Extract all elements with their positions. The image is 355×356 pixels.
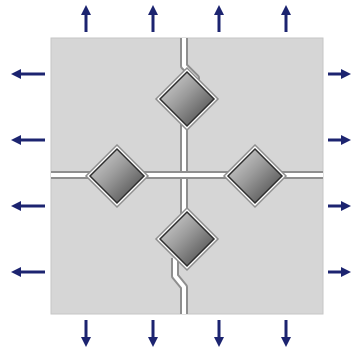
diamond-elements bbox=[84, 66, 288, 272]
load-arrows bbox=[11, 5, 351, 347]
diamond-element-bottom-icon bbox=[154, 206, 220, 272]
channel-bottom bbox=[173, 258, 186, 314]
diamond-element-right-icon bbox=[222, 143, 288, 209]
diamond-element-top-icon bbox=[154, 66, 220, 132]
diamond-element-left-icon bbox=[84, 143, 150, 209]
